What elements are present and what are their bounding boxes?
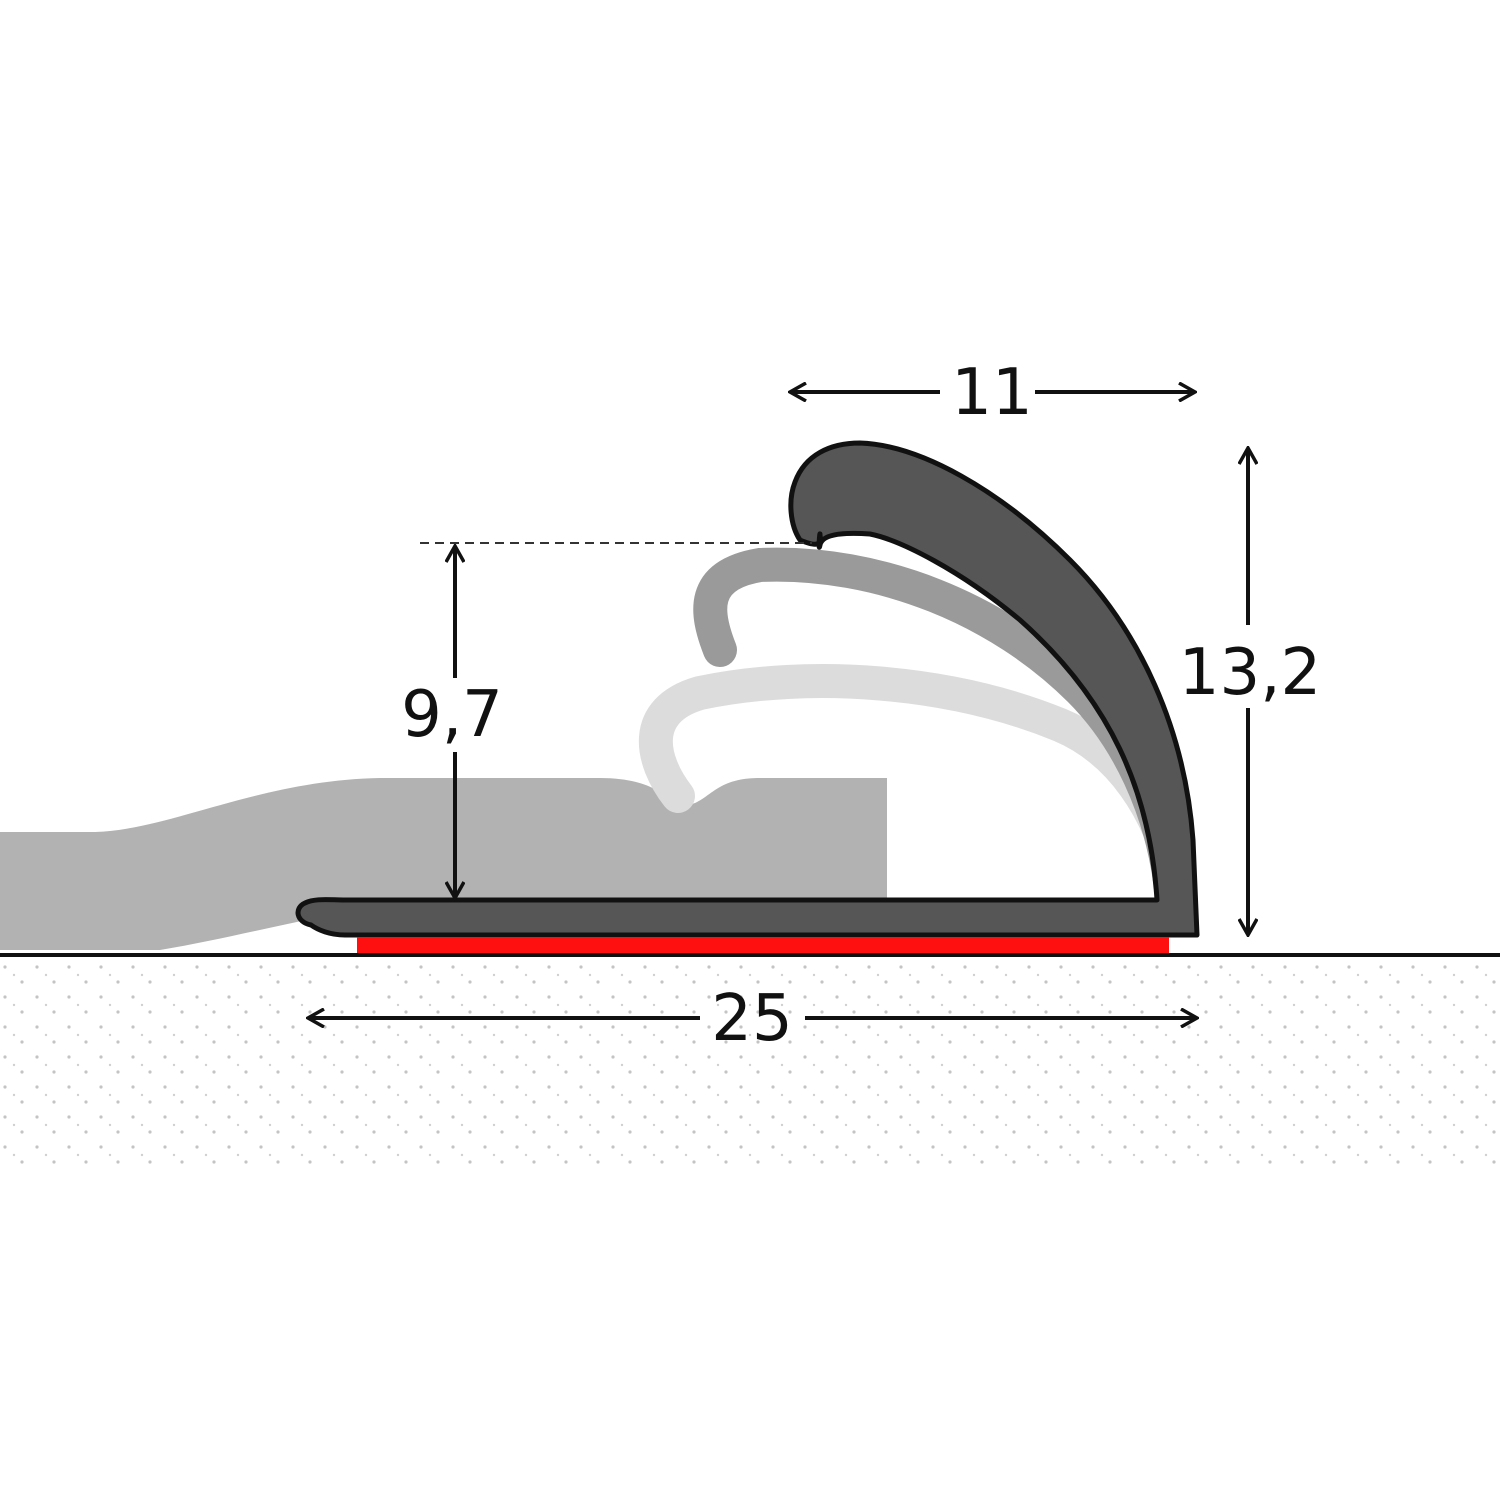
base-width-label: 25 [711, 982, 792, 1056]
top-width-label: 11 [951, 356, 1032, 430]
inner-height-label: 9,7 [401, 678, 503, 752]
profile-main-body [295, 440, 1200, 938]
adhesive-tape [357, 937, 1169, 953]
floor-covering [0, 778, 887, 950]
substrate-screed [0, 955, 1500, 1170]
total-height-label: 13,2 [1179, 636, 1322, 710]
